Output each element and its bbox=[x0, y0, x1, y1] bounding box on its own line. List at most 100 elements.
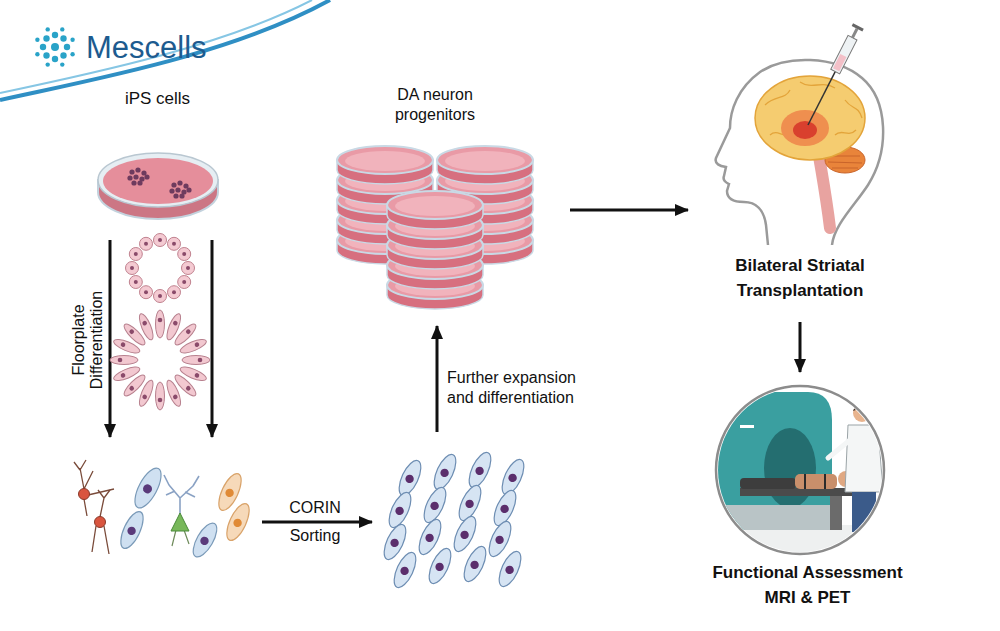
blue-cell bbox=[130, 464, 167, 511]
rosette-cell bbox=[137, 312, 156, 341]
logo-dot bbox=[51, 43, 59, 51]
colony-cell bbox=[186, 187, 191, 192]
colony-cell bbox=[127, 175, 132, 180]
glial-process bbox=[164, 475, 199, 514]
process-arrow bbox=[262, 521, 372, 524]
flow-arrow bbox=[570, 209, 688, 212]
striatum-region bbox=[781, 110, 829, 146]
ring-cell bbox=[154, 290, 167, 303]
rosette-cell bbox=[110, 356, 138, 365]
cell-body bbox=[189, 520, 222, 561]
scanner-base bbox=[718, 505, 832, 530]
syringe-barrel bbox=[831, 35, 857, 73]
technician-hair bbox=[853, 402, 871, 412]
rosette-cell bbox=[164, 379, 183, 408]
process-arrow bbox=[109, 240, 112, 437]
progenitor-cell bbox=[425, 545, 456, 586]
cell-colony bbox=[169, 180, 191, 198]
patient-torso bbox=[795, 474, 837, 489]
green-neuron bbox=[171, 513, 189, 531]
ring-cell bbox=[178, 276, 191, 289]
logo-dot bbox=[52, 56, 58, 62]
ring-cell bbox=[168, 237, 181, 250]
logo-dot bbox=[60, 35, 66, 41]
ring-cell bbox=[140, 286, 153, 299]
mixed-cell-population bbox=[74, 460, 254, 560]
logo-dot bbox=[64, 44, 70, 50]
progenitor-cell bbox=[430, 451, 461, 492]
process-arrow bbox=[436, 326, 439, 432]
syringe-thumb bbox=[852, 23, 864, 31]
blue-cell bbox=[189, 520, 222, 561]
corner-swoosh bbox=[0, 0, 312, 93]
panel-title: DA neuron progenitors bbox=[385, 85, 485, 125]
scanner-light bbox=[740, 425, 754, 428]
rosette-cell bbox=[156, 382, 165, 410]
red-neuron bbox=[95, 517, 106, 528]
logo-icon bbox=[35, 27, 75, 67]
culture-dish bbox=[437, 146, 533, 184]
neuron-dendrite bbox=[74, 460, 114, 516]
colony-cell bbox=[129, 169, 134, 174]
logo-dot bbox=[70, 38, 74, 42]
ring-cell bbox=[140, 237, 153, 250]
logo-dot bbox=[43, 35, 49, 41]
patient-strap bbox=[804, 474, 806, 489]
colony-cell bbox=[144, 174, 149, 179]
table-stand bbox=[830, 496, 842, 530]
mri-scene bbox=[700, 392, 900, 565]
ring-cell bbox=[129, 276, 142, 289]
striatum-core bbox=[793, 121, 817, 139]
cell-body bbox=[130, 464, 167, 511]
blue-cell bbox=[116, 508, 147, 551]
logo-dot bbox=[46, 27, 50, 31]
logo-dot bbox=[60, 52, 66, 58]
progenitor-cell bbox=[460, 543, 491, 584]
cerebellum-folds bbox=[828, 156, 862, 168]
dish-medium bbox=[103, 158, 213, 204]
red-neuron bbox=[79, 489, 90, 500]
logo-dot bbox=[40, 44, 46, 50]
ring-cell bbox=[154, 234, 167, 247]
cell-nucleus bbox=[141, 483, 153, 495]
rosette-cell bbox=[156, 310, 165, 338]
process-arrow bbox=[211, 240, 214, 437]
progenitor-panel: DA neuron progenitors bbox=[330, 85, 570, 310]
colony-cell bbox=[169, 188, 174, 193]
cell-nucleus bbox=[126, 525, 137, 536]
step-title: Bilateral Striatal Transplantation bbox=[700, 253, 900, 303]
technician-head bbox=[853, 404, 871, 422]
step-label: Further expansion and differentiation bbox=[447, 368, 597, 408]
mri-scanner bbox=[718, 392, 832, 530]
syringe-needle bbox=[808, 72, 835, 125]
flow-arrow bbox=[799, 322, 802, 372]
progenitor-cell bbox=[495, 548, 526, 589]
colony-cell bbox=[175, 187, 180, 192]
rosette-cell bbox=[112, 364, 141, 383]
technician-arm bbox=[828, 440, 850, 458]
rosette-cell bbox=[182, 356, 210, 365]
ring-cell bbox=[126, 262, 139, 275]
radial-rosette bbox=[110, 310, 210, 410]
orange-cell bbox=[222, 500, 253, 543]
technician-legs bbox=[852, 492, 876, 532]
logo-dot bbox=[43, 52, 49, 58]
syringe-plunger bbox=[851, 28, 858, 38]
colony-cell bbox=[171, 182, 176, 187]
ips-dish-panel: iPS cells bbox=[95, 85, 220, 220]
logo-dot bbox=[70, 52, 74, 56]
progenitor-cell bbox=[395, 457, 426, 498]
logo-dot bbox=[60, 62, 64, 66]
ring-cell bbox=[178, 248, 191, 261]
ring-cell bbox=[129, 248, 142, 261]
step-label: Floorplate Differentiation bbox=[70, 280, 106, 400]
syringe-fluid bbox=[833, 54, 847, 71]
cell-body bbox=[222, 500, 253, 543]
dish-stack bbox=[387, 191, 483, 309]
neuron-axon bbox=[172, 530, 189, 546]
ring-cell bbox=[182, 262, 195, 275]
colony-cell bbox=[137, 180, 142, 185]
patient-legs bbox=[740, 478, 796, 489]
transplant-panel: Bilateral Striatal Transplantation bbox=[688, 25, 913, 322]
